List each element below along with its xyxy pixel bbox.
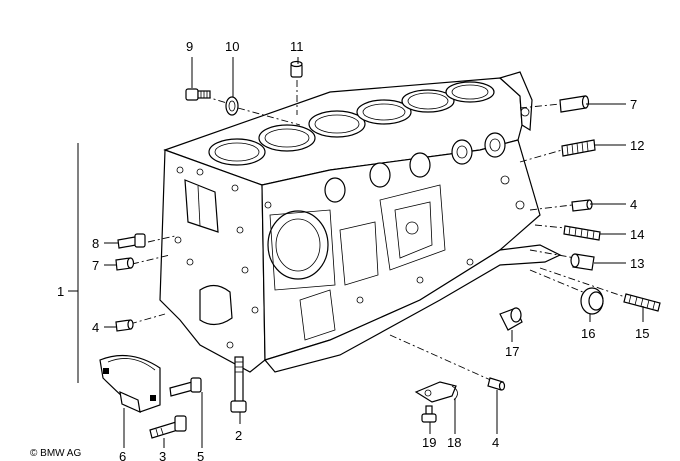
callout-14: 14 [630, 227, 644, 242]
callout-15: 15 [635, 326, 649, 341]
callout-1: 1 [57, 284, 64, 299]
callout-4-bottom: 4 [492, 435, 499, 450]
callout-leaders [68, 57, 644, 448]
engine-block [159, 71, 562, 373]
bearing-cap-6 [99, 354, 161, 414]
callout-19: 19 [422, 435, 436, 450]
dowel-7-left [115, 257, 135, 271]
assembly-dash-lines [129, 80, 629, 383]
front-face-bolt-holes [174, 166, 272, 349]
sleeve-13 [570, 253, 595, 271]
screw-19 [421, 405, 437, 423]
stud-15 [623, 293, 661, 312]
callout-4-right: 4 [630, 197, 637, 212]
callout-18: 18 [447, 435, 461, 450]
callout-3: 3 [159, 449, 166, 461]
copyright-notice: © BMW AG [30, 448, 81, 459]
cylinder-bores [208, 81, 495, 166]
callout-8: 8 [92, 236, 99, 251]
plug-17 [499, 307, 523, 331]
callout-9: 9 [186, 39, 193, 54]
bracket-18 [414, 381, 458, 403]
block-side-bosses [299, 132, 525, 341]
callout-2: 2 [235, 428, 242, 443]
callout-numbers: 1 8 7 4 9 10 11 7 12 4 14 13 16 15 17 6 … [57, 39, 649, 461]
callout-4-left: 4 [92, 320, 99, 335]
callout-11: 11 [290, 39, 304, 54]
dowel-4-bottom [487, 377, 506, 391]
dowel-7-right [559, 95, 590, 113]
callout-12: 12 [630, 138, 644, 153]
bolt-8 [117, 233, 146, 249]
dowel-4-right [571, 199, 593, 212]
callout-7-right: 7 [630, 97, 637, 112]
callout-6: 6 [119, 449, 126, 461]
callout-5: 5 [197, 449, 204, 461]
stud-14 [563, 225, 601, 241]
bolt-2 [230, 356, 247, 413]
stud-12 [561, 139, 596, 157]
seal-16 [580, 287, 604, 315]
callout-10: 10 [225, 39, 239, 54]
callout-7-left: 7 [92, 258, 99, 273]
bolt-5 [169, 377, 202, 397]
dowel-4-left [115, 319, 134, 332]
sleeve-11 [290, 60, 303, 78]
callout-17: 17 [505, 344, 519, 359]
sealing-ring-10 [225, 96, 239, 116]
callout-13: 13 [630, 256, 644, 271]
callout-16: 16 [581, 326, 595, 341]
bolt-3 [149, 415, 187, 439]
bolt-9 [185, 88, 211, 101]
